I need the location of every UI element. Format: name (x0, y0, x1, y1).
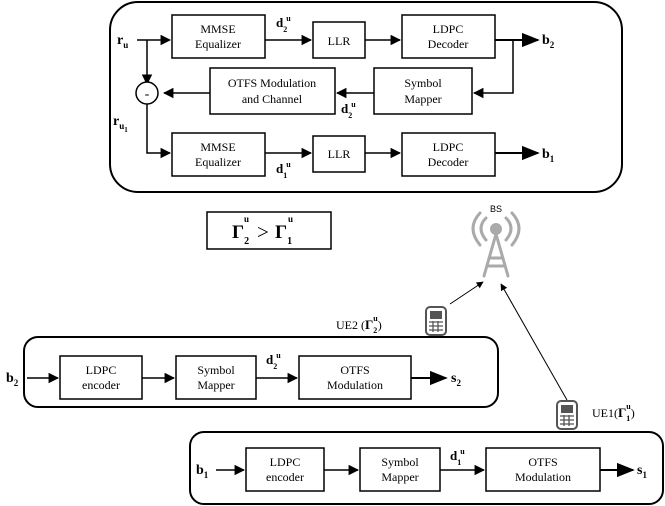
condition-gamma-left: Γ2 (232, 222, 249, 247)
base-station: BS (471, 204, 521, 278)
ue1-symbol-mapper-block (359, 447, 441, 492)
mmse-equalizer-block-1 (171, 14, 266, 59)
receiver-frame (109, 1, 623, 193)
estimate-d1-label: d1u (276, 160, 291, 180)
ue2-panel: UE2 (Γ2u) b2 LDPC encoder Symbol Mapper … (6, 306, 499, 408)
ue1-mapper-line1: Symbol (381, 455, 419, 469)
ue1-otfs-line1: OTFS (528, 455, 557, 469)
ue2-otfs-modulation-block (298, 355, 412, 400)
condition-frame (206, 211, 332, 250)
subtractor-sign: - (145, 87, 150, 102)
mmse-equalizer-block-2 (171, 132, 266, 177)
output-b1-label: b1 (542, 147, 555, 164)
input-signal-label: ru (117, 33, 128, 50)
ue2-otfs-line1: OTFS (340, 363, 369, 377)
ue2-ldpc-encoder-block (59, 355, 143, 400)
ue1-ldpc-encoder-block (245, 447, 325, 492)
ue2-output-label: s2 (451, 371, 461, 388)
condition-left-sup: u (244, 214, 249, 224)
remod-d2-label: d2u (341, 100, 356, 120)
llr-block-1 (312, 21, 366, 59)
ue1-encoder-line2: encoder (266, 470, 304, 484)
ue2-phone-icon (425, 306, 447, 336)
symbol-mapper-rx-line2: Mapper (404, 92, 441, 106)
ue1-uplink-arrow (500, 283, 568, 401)
antenna-tower-icon (471, 211, 521, 278)
llr-1-label: LLR (328, 34, 351, 48)
ue1-encoder-line1: LDPC (270, 455, 301, 469)
ldpc-decoder-2-line1: LDPC (433, 140, 464, 154)
ue2-frame (23, 336, 499, 408)
estimate-d2-label: d2u (276, 14, 291, 34)
symbol-mapper-rx-line1: Symbol (404, 76, 442, 90)
ue2-mapper-line2: Mapper (197, 378, 234, 392)
mmse-equalizer-2-line2: Equalizer (195, 155, 241, 169)
symbol-mapper-block-rx (373, 67, 473, 115)
ldpc-decoder-1-line2: Decoder (428, 37, 469, 51)
decoder-to-mapper-feedback-arrow (472, 40, 514, 99)
ue1-frame (189, 431, 664, 505)
ue1-phone-icon (556, 400, 578, 430)
ue2-otfs-line2: Modulation (327, 378, 383, 392)
residual-to-equalizer-arrow (146, 104, 172, 159)
otfs-channel-line2: and Channel (242, 92, 303, 106)
ue2-uplink-arrow (449, 281, 484, 305)
receiver-panel: ru MMSE Equalizer d2u LLR LDPC Decoder b… (109, 1, 623, 193)
mmse-equalizer-2-line1: MMSE (200, 140, 235, 154)
condition-operator: > (257, 220, 269, 244)
ue2-symbol-label: d2u (266, 351, 281, 371)
ue2-encoder-line2: encoder (82, 378, 120, 392)
ue1-output-label: s1 (637, 463, 647, 480)
otfs-channel-block (209, 67, 336, 115)
ldpc-decoder-2-line2: Decoder (428, 155, 469, 169)
condition-right-sup: u (288, 214, 293, 224)
ue2-mapper-line1: Symbol (197, 363, 235, 377)
ue2-label: UE2 (Γ2u) (336, 314, 382, 335)
ue2-input-label: b2 (6, 371, 19, 388)
residual-signal-label: ru1 (113, 114, 128, 134)
ue1-panel: UE1(Γ1u) b1 LDPC encoder Symbol Mapper d… (189, 400, 664, 505)
ldpc-decoder-block-1 (401, 14, 496, 59)
base-station-label: BS (490, 204, 502, 214)
otfs-channel-line1: OTFS Modulation (228, 76, 316, 90)
mmse-equalizer-1-line2: Equalizer (195, 37, 241, 51)
condition-gamma-right: Γ1 (275, 222, 292, 247)
ldpc-decoder-1-line1: LDPC (433, 22, 464, 36)
ue1-otfs-line2: Modulation (515, 470, 571, 484)
ldpc-decoder-block-2 (401, 132, 496, 177)
sinr-condition: Γ2 u > Γ1 u (206, 211, 332, 250)
ue1-mapper-line2: Mapper (381, 470, 418, 484)
ue1-label: UE1(Γ1u) (592, 402, 635, 423)
ue2-encoder-line1: LDPC (86, 363, 117, 377)
ue1-symbol-label: d1u (450, 447, 465, 467)
llr-block-2 (312, 135, 366, 173)
mmse-equalizer-1-line1: MMSE (200, 22, 235, 36)
output-b2-label: b2 (542, 33, 555, 50)
llr-2-label: LLR (328, 147, 351, 161)
ue1-otfs-modulation-block (485, 447, 601, 492)
ue1-input-label: b1 (196, 463, 209, 480)
